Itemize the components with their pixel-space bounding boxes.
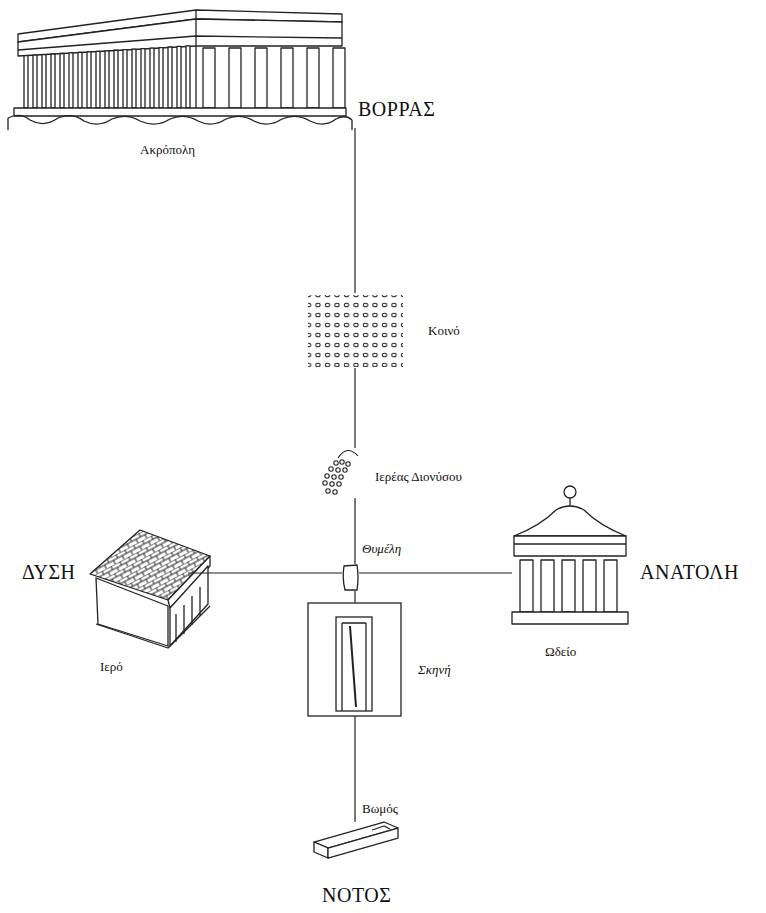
place-label: Σκηνή xyxy=(418,663,451,677)
axis-connector xyxy=(354,498,355,564)
acropolis-drawing xyxy=(8,10,352,130)
place-label: Ιερό xyxy=(100,660,123,674)
place-label: Ιερέας Διονύσου xyxy=(375,470,462,484)
axis-connector xyxy=(354,591,355,603)
axis-connector xyxy=(354,716,355,822)
priest-drawing xyxy=(323,450,358,494)
place-label: Βωμός xyxy=(362,802,398,816)
priest-node: Ιερέας Διονύσου xyxy=(318,448,358,498)
altar-node: Βωμός xyxy=(312,822,398,858)
temple-node: Ιερό xyxy=(88,528,188,650)
place-label: Θυμέλη xyxy=(362,542,401,556)
audience-node: Κοινό xyxy=(308,293,403,368)
odeon-node: Ωδείο xyxy=(512,485,628,625)
axis-connector xyxy=(188,572,342,573)
compass-direction: ΔΥΣΗ xyxy=(22,561,76,583)
place-label: Κοινό xyxy=(428,324,460,338)
axis-connector xyxy=(354,368,355,448)
stage-node: Σκηνή xyxy=(308,603,401,716)
place-label: Ωδείο xyxy=(545,645,576,659)
compass-direction: ΑΝΑΤΟΛΗ xyxy=(640,561,739,583)
compass-direction: ΝΟΤΟΣ xyxy=(322,884,391,906)
place-label: Ακρόπολη xyxy=(140,143,195,157)
compass-direction: ΒΟΡΡΑΣ xyxy=(358,98,435,120)
temple-drawing xyxy=(90,530,210,648)
thymele-node: Θυμέλη xyxy=(342,564,359,591)
stage-drawing xyxy=(308,603,401,716)
north-axis-line xyxy=(354,128,355,293)
thymele-stone xyxy=(343,565,358,590)
axis-connector xyxy=(359,572,512,573)
acropolis-node: Ακρόπολη xyxy=(15,5,350,133)
audience-dots xyxy=(308,295,403,367)
odeon-drawing xyxy=(512,486,628,624)
altar-drawing xyxy=(314,822,398,858)
